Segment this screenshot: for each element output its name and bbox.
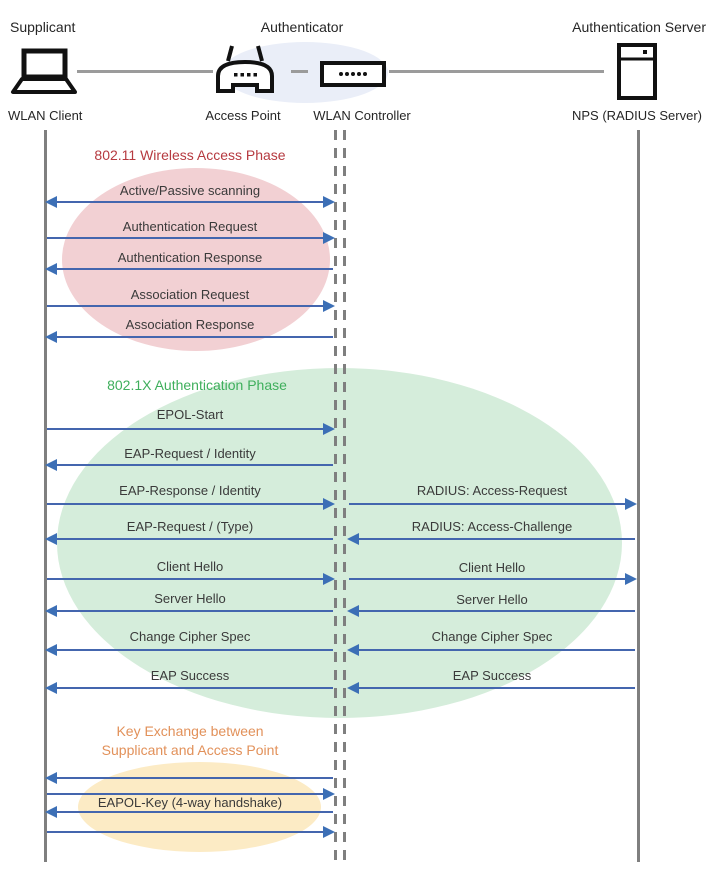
message-arrow (47, 232, 335, 244)
message-arrow (47, 788, 335, 800)
message-label: Client Hello (156, 559, 224, 574)
message-label: Client Hello (458, 560, 526, 575)
lifeline-supplicant (44, 130, 47, 862)
message-arrow (349, 498, 637, 510)
device-wlan-client: WLAN Client (8, 108, 83, 123)
laptop-icon (10, 48, 78, 95)
message-label: Authentication Response (117, 250, 263, 265)
message-label: Association Response (125, 317, 255, 332)
message-arrow (347, 533, 635, 545)
role-authenticator: Authenticator (260, 19, 344, 35)
phase2-ellipse (57, 368, 622, 718)
message-arrow (47, 826, 335, 838)
lifeline-controller-right (343, 130, 346, 862)
lifeline-controller-left (334, 130, 337, 862)
message-arrow (47, 300, 335, 312)
message-label: Server Hello (154, 591, 226, 606)
message-label: EAP Success (150, 668, 230, 683)
connector-controller-server (389, 70, 604, 73)
message-label: Change Cipher Spec (129, 629, 251, 644)
message-label: EAP-Request / (Type) (126, 519, 254, 534)
message-arrow (347, 644, 635, 656)
access-point-icon (211, 44, 279, 96)
message-arrow (45, 605, 333, 617)
message-arrow (347, 682, 635, 694)
message-arrow (45, 806, 333, 818)
role-supplicant: Supplicant (10, 19, 76, 35)
device-wlan-controller: WLAN Controller (313, 108, 411, 123)
message-label: Change Cipher Spec (431, 629, 553, 644)
message-arrow (347, 605, 635, 617)
message-label: Server Hello (456, 592, 528, 607)
phase3-title-line2: Supplicant and Access Point (101, 742, 279, 758)
message-label: EAP Success (452, 668, 532, 683)
message-arrow (45, 644, 333, 656)
phase2-title: 802.1X Authentication Phase (107, 377, 287, 393)
connector-ap-controller (291, 70, 308, 73)
message-arrow (45, 682, 333, 694)
message-arrow (45, 772, 333, 784)
message-arrow (45, 459, 333, 471)
connector-client-ap (77, 70, 213, 73)
message-label: Association Request (130, 287, 250, 302)
phase1-ellipse (62, 168, 330, 351)
message-label: EAP-Request / Identity (124, 446, 256, 461)
message-label: Authentication Request (122, 219, 258, 234)
lifeline-server (637, 130, 640, 862)
message-arrow (45, 331, 333, 343)
phase1-title: 802.11 Wireless Access Phase (94, 147, 286, 163)
device-nps-radius-server: NPS (RADIUS Server) (571, 108, 703, 123)
message-label: RADIUS: Access-Request (416, 483, 568, 498)
device-access-point: Access Point (205, 108, 281, 123)
message-label: EAP-Response / Identity (119, 483, 261, 498)
message-arrow (47, 423, 335, 435)
message-label: EPOL-Start (156, 407, 224, 422)
message-arrow (47, 498, 335, 510)
server-icon (617, 43, 657, 100)
wlan-controller-icon (320, 61, 386, 87)
message-arrow (45, 263, 333, 275)
message-arrow (47, 573, 335, 585)
message-arrow (45, 533, 333, 545)
message-arrow (349, 573, 637, 585)
message-label: Active/Passive scanning (119, 183, 261, 198)
phase3-title-line1: Key Exchange between (116, 723, 264, 739)
role-authentication-server: Authentication Server (572, 19, 706, 35)
message-label: EAPOL-Key (4-way handshake) (97, 795, 283, 810)
message-label: RADIUS: Access-Challenge (411, 519, 573, 534)
message-arrow (45, 196, 335, 208)
